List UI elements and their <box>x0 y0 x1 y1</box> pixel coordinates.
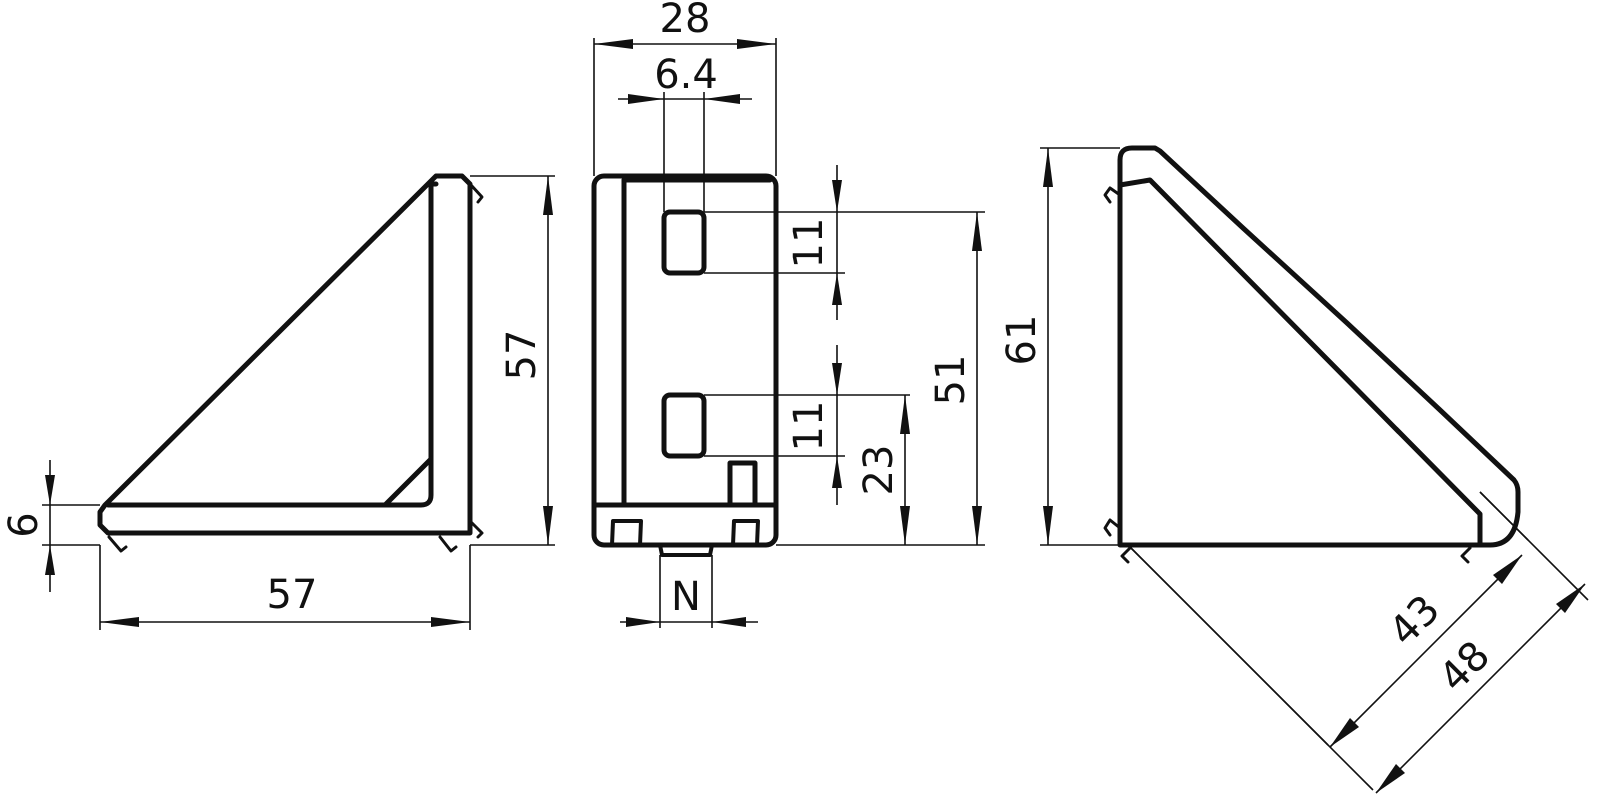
dim-left-width: 57 <box>267 572 318 618</box>
dim-front-total-height: 51 <box>928 355 974 406</box>
dim-right-diag-outer: 48 <box>1431 633 1500 702</box>
left-side-view: 57 57 6 <box>1 173 555 630</box>
dim-right-height: 61 <box>999 315 1045 366</box>
dim-front-slot-lower: 11 <box>786 401 832 452</box>
right-side-view: 61 43 48 <box>999 145 1589 794</box>
dim-front-slot-width: 6.4 <box>654 52 718 98</box>
dim-front-nut: N <box>671 574 701 620</box>
dim-front-width: 28 <box>660 0 711 42</box>
dim-right-diag-inner: 43 <box>1381 587 1450 656</box>
dim-front-slot-upper: 11 <box>786 218 832 269</box>
dim-left-height: 57 <box>499 330 545 381</box>
front-view: 28 6.4 11 11 23 51 <box>591 0 985 628</box>
dim-front-lower-offset: 23 <box>856 445 902 496</box>
dim-left-thickness: 6 <box>1 512 47 537</box>
